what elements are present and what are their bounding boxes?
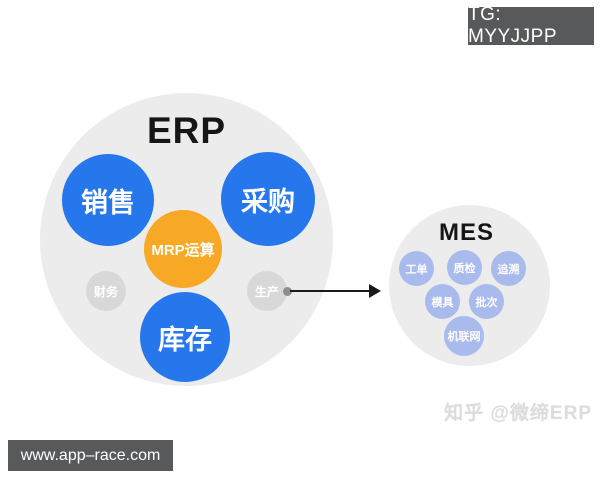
traceability-label: 追溯 <box>497 263 520 276</box>
mes-module-quality-check: 质检 <box>447 250 482 285</box>
website-label: www.app–race.com <box>20 446 161 464</box>
erp-title: ERP <box>146 110 227 151</box>
quality-check-label: 质检 <box>453 262 476 275</box>
mes-module-machine-iot: 机联网 <box>444 316 484 356</box>
mes-module-batch: 批次 <box>469 284 504 319</box>
production-label: 生产 <box>254 284 279 299</box>
mes-module-mold: 模具 <box>425 284 460 319</box>
inventory-label: 库存 <box>158 324 212 355</box>
erp-module-sales: 销售 <box>62 154 154 246</box>
mes-module-work-order: 工单 <box>399 251 434 286</box>
website-badge: www.app–race.com <box>8 440 173 471</box>
batch-label: 批次 <box>475 296 498 309</box>
sales-label: 销售 <box>81 187 135 218</box>
mold-label: 模具 <box>431 296 454 309</box>
tg-contact-label: TG: MYYJJPP <box>468 4 558 47</box>
erp-module-production: 生产 <box>247 271 287 311</box>
erp-module-finance: 财务 <box>86 271 126 311</box>
arrow-start-dot <box>283 287 292 296</box>
mes-module-traceability: 追溯 <box>491 251 526 286</box>
mrp-label: MRP运算 <box>151 241 215 259</box>
purchase-label: 采购 <box>241 186 295 217</box>
mes-title: MES <box>438 219 494 246</box>
tg-contact-badge: TG: MYYJJPP <box>468 4 594 47</box>
work-order-label: 工单 <box>405 263 428 276</box>
machine-iot-label: 机联网 <box>447 331 481 343</box>
erp-module-purchase: 采购 <box>221 152 315 246</box>
zhihu-watermark: 知乎 @微缔ERP <box>444 403 592 424</box>
erp-module-inventory: 库存 <box>140 292 230 382</box>
finance-label: 财务 <box>93 284 118 299</box>
erp-module-mrp: MRP运算 <box>144 210 222 288</box>
arrow-head-icon <box>369 284 381 298</box>
arrow-line <box>290 290 371 292</box>
